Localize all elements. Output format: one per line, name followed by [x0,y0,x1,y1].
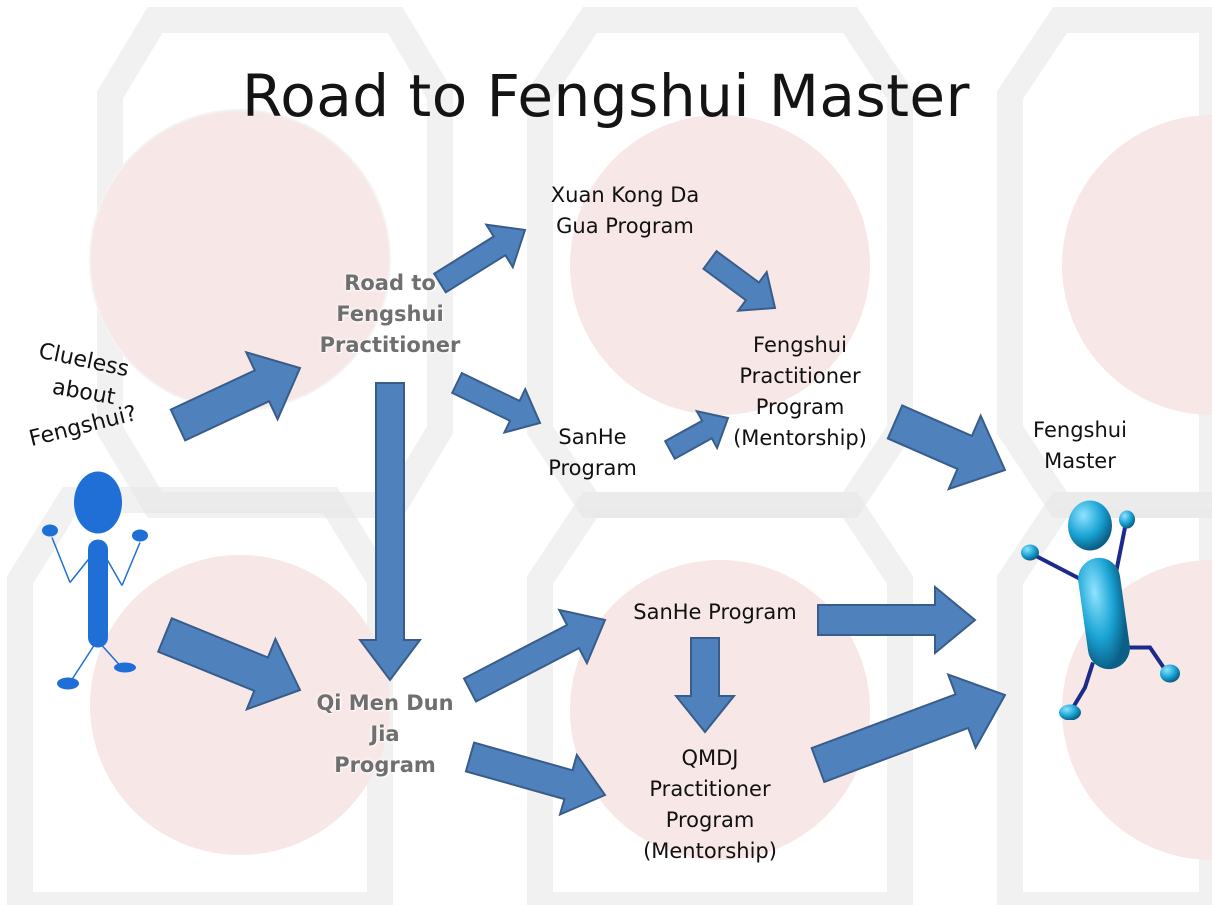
node-road-to-practitioner: Road to Fengshui Practitioner [300,268,480,361]
clueless-figure [42,471,148,690]
arrow-qmdj-to-master [810,672,1007,784]
node-fengshui-master: Fengshui Master [1020,415,1140,477]
node-line: Fengshui [336,302,444,326]
arrow-sanhe-bottom-to-qmdj [673,637,737,734]
node-line: SanHe Program [633,600,797,624]
arrow-practitioner-to-qi-men [358,382,422,682]
node-line: Program [334,753,436,777]
node-xuan-kong-da-gua: Xuan Kong Da Gua Program [520,180,730,242]
arrow-clueless-to-practitioner [169,350,302,442]
node-line: Qi Men Dun [316,691,454,715]
node-qi-men-dun-jia: Qi Men Dun Jia Program [295,688,475,781]
node-line: SanHe [558,425,627,449]
arrow-sanhe-bottom-to-master [817,584,977,656]
node-qmdj-practitioner-program: QMDJ Practitioner Program (Mentorship) [620,743,800,867]
node-line: Practitioner [319,333,461,357]
node-line: Practitioner [649,777,771,801]
node-line: Program [665,808,755,832]
node-line: Program [548,456,637,480]
node-line: Fengshui [1033,418,1127,442]
master-figure [1021,500,1180,720]
node-line: Xuan Kong Da [550,183,700,207]
bagua-watermark-bottom-left [7,487,393,905]
arrow-fsp-to-master [886,404,1007,491]
node-line: Road to [344,271,436,295]
node-line: Fengshui [753,333,847,357]
arrow-sanhe-top-to-fsp [663,409,730,461]
node-line: QMDJ [681,746,739,770]
node-line: (Mentorship) [733,426,867,450]
arrow-qi-men-to-sanhe-bottom [462,608,607,703]
page-title: Road to Fengshui Master [242,62,970,130]
node-line: Program [755,395,845,419]
node-sanhe-program-top: SanHe Program [525,422,660,484]
node-line: Master [1044,449,1116,473]
node-sanhe-program-bottom: SanHe Program [600,597,830,628]
arrow-xuan-kong-to-fsp [702,249,777,312]
node-line: Gua Program [556,214,694,238]
arrow-qi-men-to-qmdj [464,741,607,817]
arrow-figure-to-qi-men [156,616,302,712]
arrow-practitioner-to-sanhe-top [450,371,542,435]
node-line: Jia [370,722,400,746]
node-line: Practitioner [739,364,861,388]
arrow-practitioner-to-xuan-kong [432,223,527,294]
node-fengshui-practitioner-program: Fengshui Practitioner Program (Mentorshi… [715,330,885,454]
node-line: (Mentorship) [643,839,777,863]
